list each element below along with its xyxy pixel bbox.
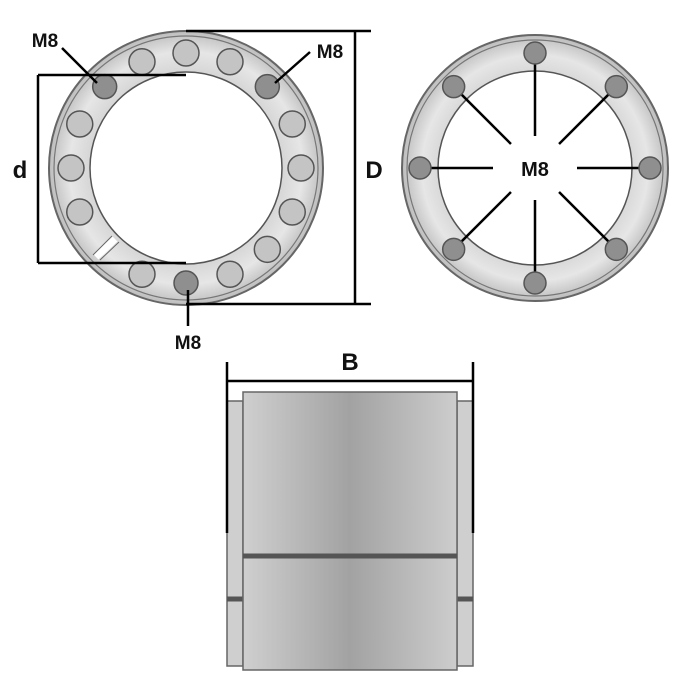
right-flange bbox=[456, 400, 474, 667]
screw-hole bbox=[172, 39, 200, 67]
threaded-hole bbox=[638, 156, 662, 180]
bolt-label-center: M8 bbox=[521, 159, 549, 181]
bolt-leader bbox=[452, 85, 512, 145]
threaded-hole bbox=[523, 41, 547, 65]
d-label: d bbox=[13, 157, 28, 184]
bore bbox=[89, 71, 283, 265]
ring-slit-edge bbox=[92, 235, 113, 256]
ring-slit-edge bbox=[99, 241, 120, 261]
outer-ring-chamfer bbox=[406, 39, 664, 297]
threaded-hole bbox=[91, 73, 118, 100]
screw-hole bbox=[253, 235, 282, 264]
leader-top-right bbox=[274, 51, 311, 84]
screw-hole bbox=[66, 198, 94, 226]
threaded-hole bbox=[441, 74, 466, 99]
screw-hole bbox=[278, 110, 306, 138]
bolt-label-top-left: M8 bbox=[32, 31, 58, 52]
screw-hole bbox=[128, 260, 156, 288]
threaded-hole bbox=[523, 271, 547, 295]
screw-hole bbox=[66, 110, 94, 138]
threaded-hole bbox=[408, 156, 432, 180]
threaded-hole bbox=[254, 73, 281, 100]
bolt-leader bbox=[452, 191, 512, 251]
screw-hole bbox=[57, 154, 85, 182]
outer-ring-chamfer bbox=[53, 35, 319, 301]
leader-top-left bbox=[61, 47, 98, 84]
D-label: D bbox=[365, 157, 382, 184]
front-view: d D M8 M8 M8 bbox=[13, 29, 383, 354]
front-holes bbox=[57, 39, 315, 296]
threaded-hole bbox=[441, 237, 466, 262]
bolt-leader bbox=[558, 191, 618, 251]
left-flange bbox=[226, 400, 244, 667]
threaded-hole bbox=[173, 270, 199, 296]
rear-bolts bbox=[408, 41, 662, 295]
screw-hole bbox=[287, 154, 315, 182]
rear-view: M8 bbox=[401, 34, 669, 302]
screw-hole bbox=[278, 198, 306, 226]
bolt-label-bottom: M8 bbox=[175, 333, 201, 354]
ring-slit bbox=[93, 236, 118, 260]
threaded-hole bbox=[604, 74, 629, 99]
hub-body bbox=[242, 391, 458, 671]
screw-hole bbox=[128, 48, 156, 76]
side-view: B bbox=[225, 349, 475, 671]
bolt-label-top-right: M8 bbox=[317, 42, 343, 63]
screw-hole bbox=[216, 260, 244, 288]
threaded-hole bbox=[604, 237, 629, 262]
bolt-leader bbox=[558, 85, 618, 145]
B-label: B bbox=[341, 349, 358, 376]
screw-hole bbox=[216, 48, 244, 76]
